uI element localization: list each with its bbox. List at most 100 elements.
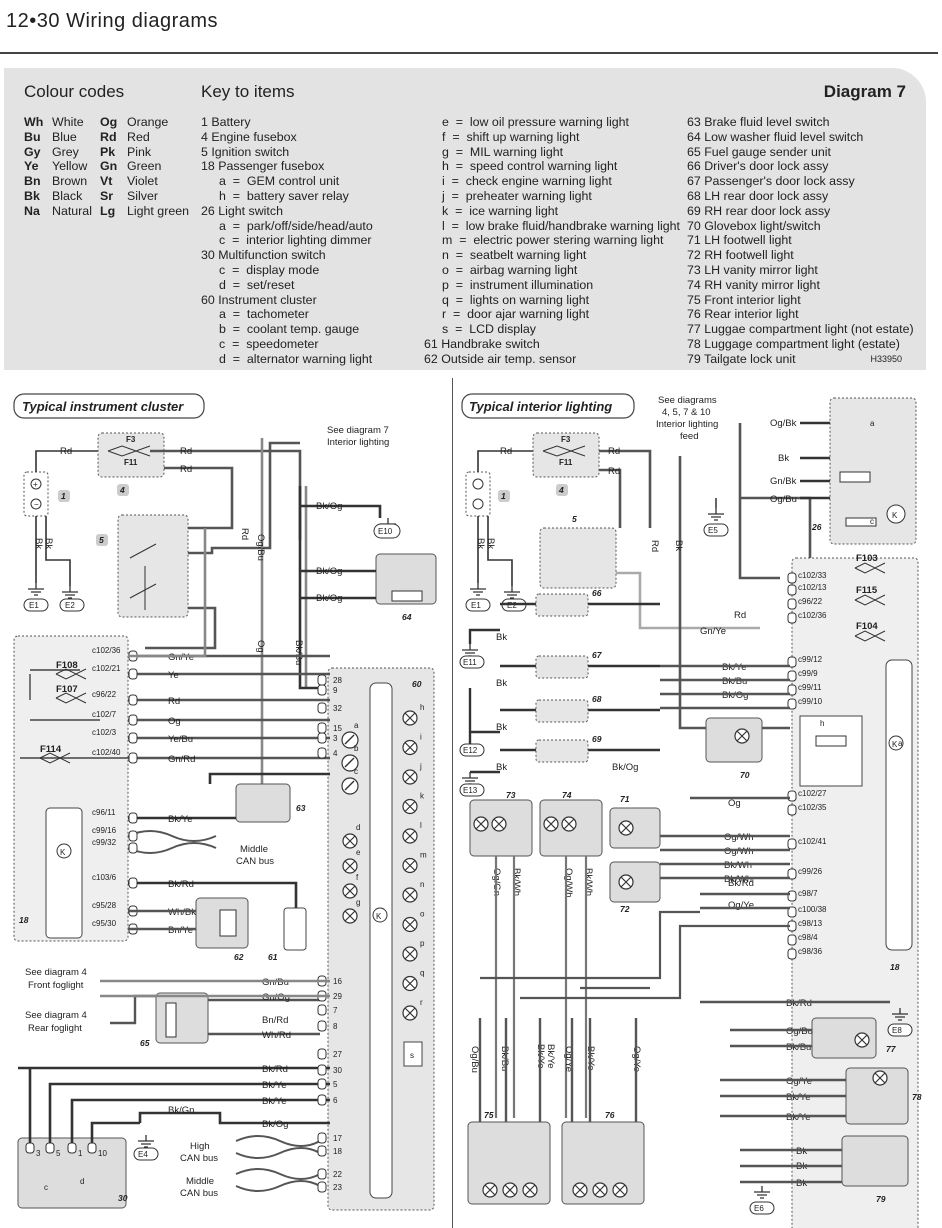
pin-label: 18 <box>333 1147 342 1156</box>
lamp-letter: d <box>356 823 360 832</box>
connector-plug <box>317 1048 327 1060</box>
wire-label: Bk <box>485 538 496 549</box>
switch-pin-label: 3 <box>36 1149 41 1158</box>
connector-plug <box>67 1142 77 1154</box>
connector-plug <box>787 670 797 682</box>
connector-label: c102/40 <box>92 748 121 757</box>
key-title: Key to items <box>201 82 295 101</box>
earth-e4: E4 <box>138 1150 148 1159</box>
lamp-letter: r <box>420 998 423 1007</box>
wire-label: Rd <box>239 528 250 540</box>
connector-label: c95/28 <box>92 901 117 910</box>
badge-5-left: 5 <box>99 535 104 545</box>
badge-74: 74 <box>562 790 572 800</box>
badge-30: 30 <box>118 1193 128 1203</box>
pin-label: 8 <box>333 1022 338 1031</box>
key-item: a = park/off/side/head/auto <box>219 218 373 233</box>
key-item: 65 Fuel gauge sender unit <box>687 144 831 159</box>
key-item: e = low oil pressure warning light <box>442 115 629 129</box>
earth-e1-right: E1 <box>471 601 481 610</box>
see-note-1: See diagrams <box>658 395 717 406</box>
warning-lamp-n <box>402 887 418 903</box>
earth-e8: E8 <box>892 1026 902 1035</box>
key-item: g = MIL warning light <box>442 144 564 159</box>
lamp-letter: k <box>420 792 425 801</box>
warning-lamp-q <box>402 975 418 992</box>
wire-label: Og <box>728 798 741 809</box>
key-item: r = door ajar warning light <box>442 307 590 322</box>
earth-links <box>468 628 500 774</box>
svg-text:+: + <box>33 480 38 489</box>
page-heading: 12•30 Wiring diagrams <box>6 10 219 32</box>
wire-label: Og/Bu <box>469 1046 480 1073</box>
earth-e1-left: E1 <box>29 601 39 610</box>
wire-label: Og/Wh <box>563 868 574 898</box>
key-item: 4 Engine fusebox <box>201 129 297 144</box>
key-item: 79 Tailgate lock unit <box>687 351 796 366</box>
warning-lamp-e <box>342 858 358 874</box>
earth-e2-left: E2 <box>65 601 75 610</box>
connector-label: c99/11 <box>798 683 822 692</box>
connector-label: c98/36 <box>798 947 823 956</box>
wire-label: Wh/Rd <box>262 1030 291 1041</box>
key-item: 62 Outside air temp. sensor <box>424 351 577 366</box>
key-item: 72 RH footwell light <box>687 248 794 263</box>
door-lock-69 <box>535 739 589 763</box>
badge-18-right: 18 <box>890 962 900 972</box>
wire-label: Bk/Ye <box>545 1044 556 1068</box>
connector-plug <box>787 684 797 696</box>
wire-label: Bk/Rd <box>786 998 812 1009</box>
key-item: 68 LH rear door lock assy <box>687 189 829 203</box>
can-middle-1: Middle <box>240 844 268 855</box>
badge-69: 69 <box>592 734 602 744</box>
connector-label: c102/33 <box>798 571 827 580</box>
connector-label: c98/4 <box>798 933 818 942</box>
earth-e2-right: E2 <box>507 601 517 610</box>
warning-lamp-i <box>402 739 418 756</box>
fuse-f3-right: F3 <box>561 435 571 444</box>
wire-label: Og/Ye <box>563 1046 574 1072</box>
switch-pin-label: 5 <box>56 1149 61 1158</box>
wire-label: Rd <box>608 446 620 457</box>
lamp-letter: o <box>420 910 425 919</box>
pin-label: 16 <box>333 977 342 986</box>
switch-letter: a <box>870 419 875 428</box>
lamp-letter: p <box>420 939 425 948</box>
connector-plug <box>317 732 327 744</box>
colour-name: Silver <box>127 189 158 203</box>
wire-label: Bk/Wh <box>511 868 522 896</box>
pin-label: 5 <box>333 1080 338 1089</box>
badge-4-right: 4 <box>558 485 564 495</box>
connector-label: c102/35 <box>798 803 827 812</box>
colour-name: Yellow <box>52 159 88 174</box>
colour-code: Bn <box>24 174 41 189</box>
badge-65: 65 <box>140 1038 150 1048</box>
connector-plug <box>787 890 797 902</box>
see-note-4: feed <box>680 431 699 442</box>
pin-label: 7 <box>333 1006 338 1015</box>
key-item: 61 Handbrake switch <box>424 337 540 351</box>
badge-1-right: 1 <box>501 491 506 501</box>
lamp-letter: l <box>420 821 422 830</box>
pin-label: 23 <box>333 1183 342 1192</box>
note-front-fog-2: Front foglight <box>28 980 84 991</box>
wire-label: Og/Bk <box>770 418 797 429</box>
badge-71: 71 <box>620 794 630 804</box>
wire-label: Bk/Og <box>316 501 342 512</box>
note-rear-fog-1: See diagram 4 <box>25 1010 87 1021</box>
wire-label: Bk <box>496 678 507 689</box>
badge-67: 67 <box>592 650 603 660</box>
connector-plug <box>317 1168 327 1180</box>
fuse-f3-left: F3 <box>126 435 136 444</box>
key-panel: Colour codes Key to items Diagram 7 H339… <box>4 68 926 370</box>
connector-label: c98/13 <box>798 919 823 928</box>
switch-letter: c <box>44 1183 48 1192</box>
colour-name: Natural <box>52 203 92 218</box>
warning-lamp-m <box>402 857 418 874</box>
connector-label: c103/6 <box>92 873 117 882</box>
connector-label: c96/22 <box>92 690 117 699</box>
wire-label: Bk/Og <box>262 1119 288 1130</box>
badge-1-left: 1 <box>61 491 66 501</box>
colour-code: Lg <box>100 203 116 218</box>
key-item: q = lights on warning light <box>442 292 590 307</box>
